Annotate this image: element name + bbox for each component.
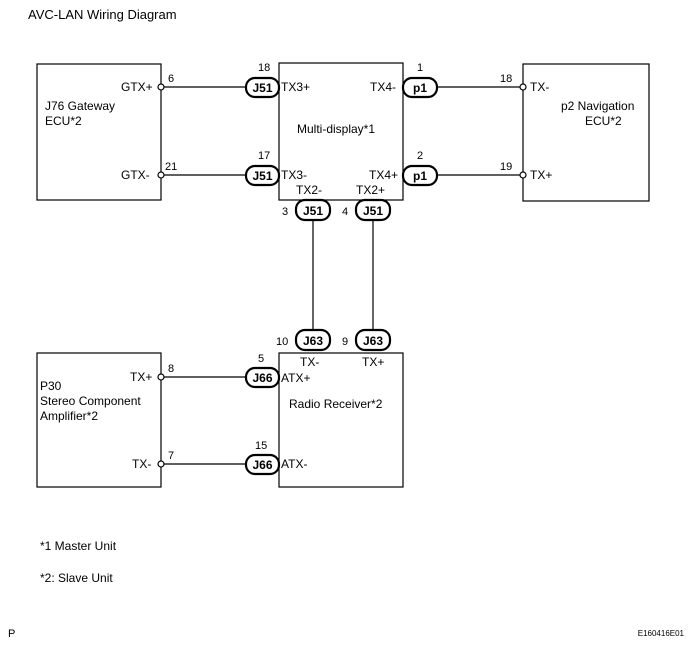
diagram-title: AVC-LAN Wiring Diagram (28, 7, 177, 22)
md-pin-17: 17 (258, 150, 270, 162)
connector-label-j63-txp: J63 (363, 334, 383, 348)
connector-label-p1-tx4m: p1 (413, 81, 427, 95)
connector-j51-tx3p (244, 76, 281, 99)
amp-txp-label: TX+ (130, 370, 152, 384)
radio-name: Radio Receiver*2 (289, 397, 383, 411)
amp-pin-8: 8 (168, 363, 174, 375)
gateway-gtxm-label: GTX- (121, 168, 150, 182)
md-tx3m-label: TX3- (281, 168, 307, 182)
md-pin-2: 2 (417, 150, 423, 162)
terminal-gateway-gtxp (157, 83, 165, 91)
terminal-amp-txm (157, 460, 165, 468)
terminal-nav-txm (519, 83, 527, 91)
nav-pin-19: 19 (500, 161, 512, 173)
multidisplay-name: Multi-display*1 (297, 122, 375, 136)
rr-pin-15: 15 (255, 440, 267, 452)
md-tx3p-label: TX3+ (281, 80, 310, 94)
gateway-name-line1: J76 Gateway (45, 99, 115, 113)
gateway-pin-6: 6 (168, 73, 174, 85)
terminal-gateway-gtxm (157, 171, 165, 179)
connector-label-j51-tx2m: J51 (303, 204, 323, 218)
connector-j63-txp (354, 328, 392, 352)
md-tx4p-label: TX4+ (369, 168, 398, 182)
nav-txm-label: TX- (530, 80, 549, 94)
connector-j51-tx2p (354, 198, 392, 222)
connector-label-j63-txm: J63 (303, 334, 323, 348)
md-tx4m-label: TX4- (370, 80, 396, 94)
navigation-name-line1: p2 Navigation (561, 99, 634, 113)
connector-label-j51-tx3p: J51 (252, 81, 272, 95)
rr-pin-10: 10 (276, 336, 288, 348)
amp-pin-7: 7 (168, 450, 174, 462)
rr-pin-9: 9 (342, 336, 348, 348)
connector-j66-atxp (244, 366, 281, 389)
rr-txm-label: TX- (300, 355, 319, 369)
nav-pin-18: 18 (500, 73, 512, 85)
navigation-box (522, 63, 650, 202)
connector-j63-txm (294, 328, 332, 352)
connector-label-j51-tx3m: J51 (252, 169, 272, 183)
connector-label-p1-tx4p: p1 (413, 169, 427, 183)
amplifier-name-line3: Amplifier*2 (40, 409, 98, 423)
connector-j51-tx2m (294, 198, 332, 222)
connector-p1-tx4p (401, 164, 439, 187)
rr-pin-5: 5 (258, 353, 264, 365)
rr-atxm-label: ATX- (281, 457, 307, 471)
gateway-box (36, 63, 162, 201)
note-slave-unit: *2: Slave Unit (40, 571, 113, 585)
connector-j66-atxm (244, 453, 281, 476)
md-tx2m-label: TX2- (296, 183, 322, 197)
note-master-unit: *1 Master Unit (40, 539, 117, 553)
amplifier-name-line1: P30 (40, 379, 62, 393)
connector-label-j51-tx2p: J51 (363, 204, 383, 218)
amplifier-name-line2: Stereo Component (40, 394, 141, 408)
connector-j51-tx3m (244, 164, 281, 187)
md-pin-3: 3 (282, 206, 288, 218)
rr-atxp-label: ATX+ (281, 371, 310, 385)
footer-page-marker: P (8, 628, 15, 640)
md-pin-4: 4 (342, 206, 348, 218)
rr-txp-label: TX+ (362, 355, 384, 369)
gateway-pin-21: 21 (165, 161, 177, 173)
md-pin-1: 1 (417, 62, 423, 74)
terminal-nav-txp (519, 171, 527, 179)
nav-txp-label: TX+ (530, 168, 552, 182)
connector-label-j66-atxm: J66 (252, 458, 272, 472)
radio-box (278, 352, 404, 488)
md-tx2p-label: TX2+ (356, 183, 385, 197)
terminal-amp-txp (157, 373, 165, 381)
footer-figure-id: E160416E01 (638, 629, 685, 638)
connector-p1-tx4m (401, 76, 439, 99)
gateway-gtxp-label: GTX+ (121, 80, 153, 94)
multidisplay-box (278, 62, 404, 201)
navigation-name-line2: ECU*2 (585, 114, 622, 128)
amp-txm-label: TX- (132, 457, 151, 471)
md-pin-18: 18 (258, 62, 270, 74)
amplifier-box (36, 352, 162, 488)
connector-label-j66-atxp: J66 (252, 371, 272, 385)
gateway-name-line2: ECU*2 (45, 114, 82, 128)
